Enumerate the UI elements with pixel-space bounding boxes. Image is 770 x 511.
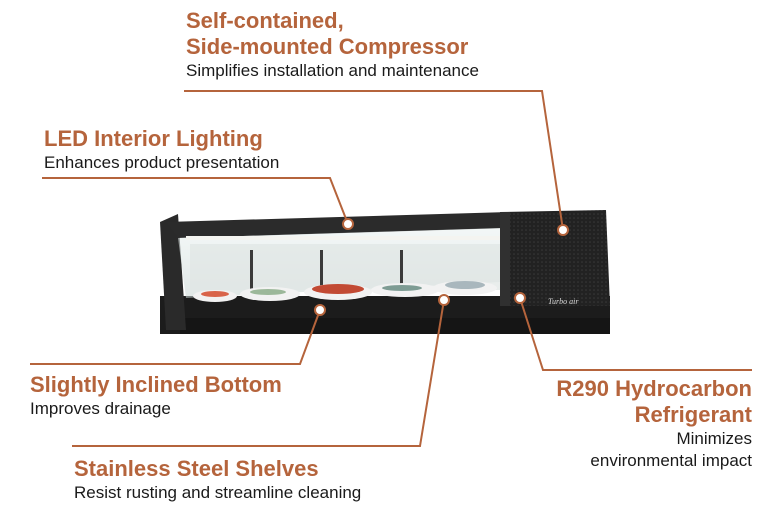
feature-refrigerant: R290 Hydrocarbon Refrigerant Minimizes e…: [556, 376, 752, 472]
feature-description: Improves drainage: [30, 399, 171, 418]
callout-line-compressor: [184, 90, 564, 231]
divider: [320, 250, 323, 292]
food-trays: [193, 281, 497, 302]
callout-dot-refrigerant: [514, 292, 526, 304]
feature-description: Resist rusting and streamline cleaning: [74, 483, 362, 502]
case-top-frame: [166, 212, 510, 238]
callout-line-refrigerant: [519, 297, 752, 371]
feature-description: Simplifies installation and maintenance: [186, 61, 479, 80]
case-base-front: [180, 318, 610, 334]
feature-title: Side-mounted Compressor: [186, 34, 469, 59]
led-strip: [186, 236, 500, 240]
feature-title: Slightly Inclined Bottom: [30, 372, 282, 397]
feature-title: R290 Hydrocarbon: [556, 376, 752, 401]
feature-title: Refrigerant: [634, 402, 752, 427]
brand-logo: Turbo air: [548, 297, 579, 306]
feature-title: Self-contained,: [186, 8, 344, 33]
food-item: [445, 281, 485, 289]
callout-dot-compressor: [557, 224, 569, 236]
sushi-case: Turbo air: [160, 210, 610, 334]
feature-shelves: Stainless Steel Shelves Resist rusting a…: [74, 456, 361, 504]
compressor-edge: [500, 212, 510, 306]
callout-dot-shelves: [438, 294, 450, 306]
divider: [250, 250, 253, 292]
feature-lighting: LED Interior Lighting Enhances product p…: [44, 126, 279, 174]
food-item: [382, 285, 422, 291]
divider: [400, 250, 403, 292]
callout-dot-lighting: [342, 218, 354, 230]
food-item: [312, 284, 364, 294]
callout-dots: [314, 218, 569, 316]
feature-bottom: Slightly Inclined Bottom Improves draina…: [30, 372, 282, 420]
callout-line-lighting: [42, 177, 349, 225]
callout-dot-bottom: [314, 304, 326, 316]
feature-description: Minimizes: [676, 429, 752, 448]
callout-lines: [30, 90, 752, 447]
callout-line-shelves: [72, 299, 445, 447]
feature-description: environmental impact: [590, 451, 752, 470]
feature-compressor: Self-contained, Side-mounted Compressor …: [186, 8, 479, 82]
feature-title: Stainless Steel Shelves: [74, 456, 319, 481]
callout-line-bottom: [30, 309, 321, 365]
food-item: [201, 291, 229, 297]
compressor-housing: [500, 210, 610, 306]
food-item: [250, 289, 286, 295]
feature-description: Enhances product presentation: [44, 153, 280, 172]
feature-title: LED Interior Lighting: [44, 126, 263, 151]
